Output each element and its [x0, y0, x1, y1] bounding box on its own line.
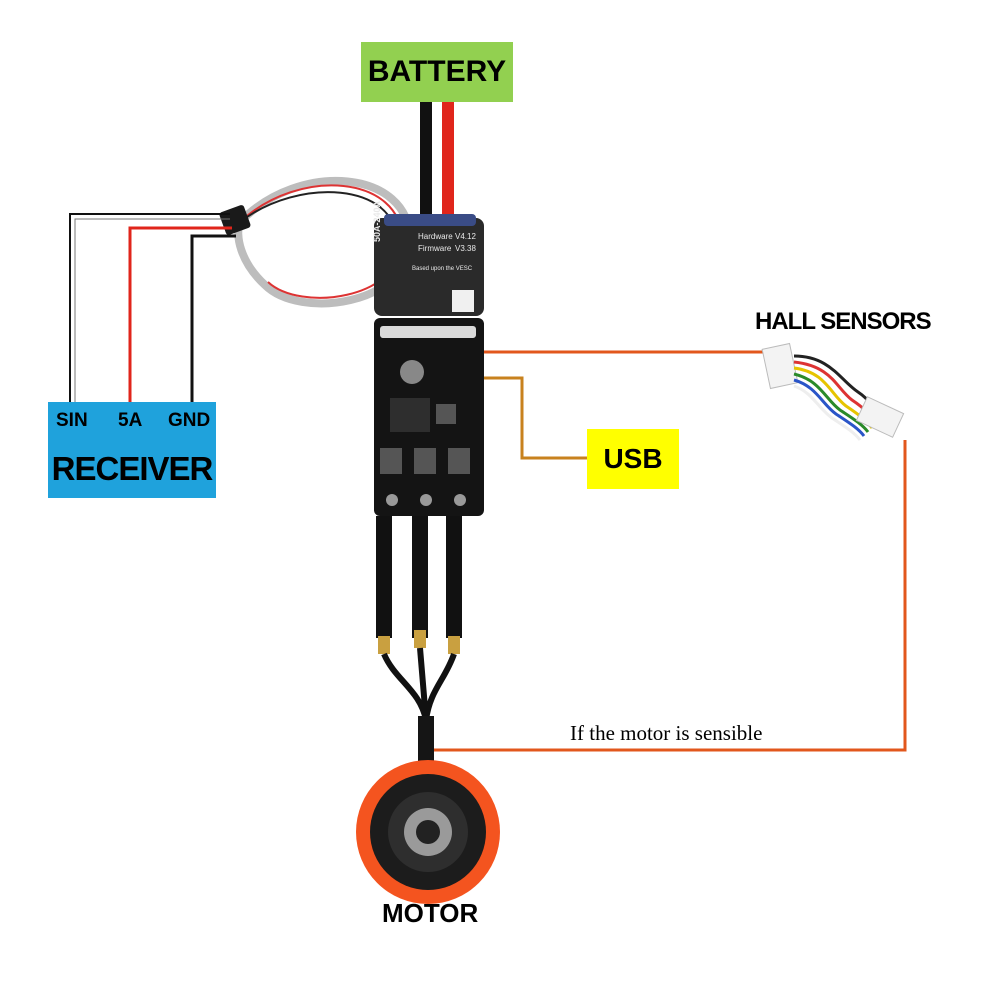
esc-board [374, 214, 484, 516]
battery-black-lead [420, 100, 432, 220]
receiver-label: RECEIVER [51, 450, 214, 487]
phase-lead-c [446, 516, 462, 638]
bullet-connector-c [448, 636, 460, 654]
motor-cable-bundle [381, 647, 457, 721]
phase-lead-b [412, 516, 428, 638]
receiver-pin-sin: SIN [56, 410, 88, 431]
esc-firmware-label: Firmware [418, 244, 452, 253]
motor-sensor-wire [432, 440, 907, 752]
receiver-signal-wire [69, 213, 230, 405]
receiver-signal-wire-white [74, 218, 230, 405]
receiver-box: SIN 5A GND RECEIVER [48, 402, 216, 498]
usb-label-box: USB [587, 429, 679, 489]
receiver-5v-wire [128, 226, 232, 405]
usb-wire [478, 376, 590, 460]
esc-rating-amps: 50A-240A [372, 200, 382, 242]
hall-sensor-harness [761, 342, 905, 441]
esc-firmware-value: V3.38 [455, 244, 476, 253]
phase-lead-a [376, 516, 392, 638]
motor-hub [356, 760, 500, 904]
receiver-pin-gnd: GND [168, 410, 211, 431]
esc-hardware-label: Hardware [418, 232, 453, 241]
esc-based-on: Based upon the VESC [412, 266, 473, 272]
servo-connector [219, 205, 251, 235]
bullet-connector-a [378, 636, 390, 654]
hall-sensors-label: HALL SENSORS [755, 308, 932, 335]
usb-label: USB [603, 443, 663, 474]
receiver-gnd-wire [190, 234, 236, 405]
sensor-note: If the motor is sensible [570, 721, 763, 745]
motor-label: MOTOR [382, 898, 479, 928]
battery-label: BATTERY [367, 55, 507, 88]
battery-label-box: BATTERY [361, 42, 513, 102]
receiver-pin-5a: 5A [118, 410, 143, 431]
esc-hardware-value: V4.12 [455, 232, 476, 241]
battery-red-lead [442, 100, 454, 220]
bullet-connector-b [414, 630, 426, 648]
